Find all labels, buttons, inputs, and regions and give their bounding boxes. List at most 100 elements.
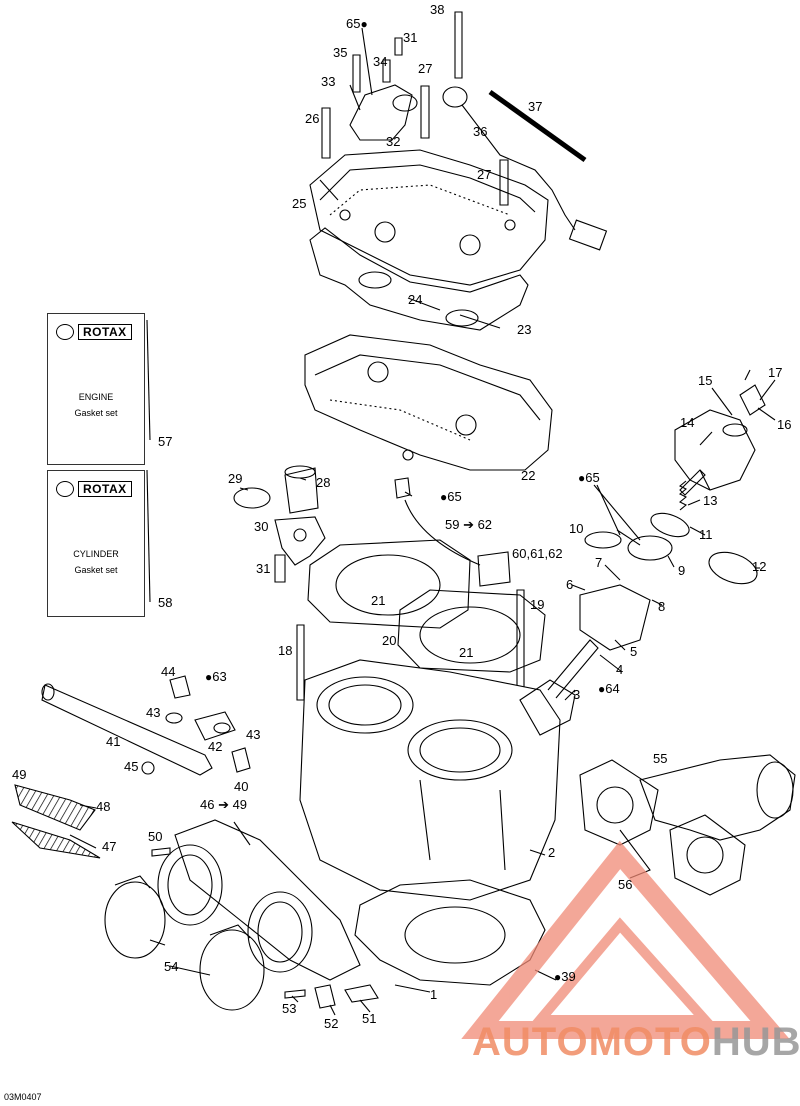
callout-12: 12 bbox=[752, 559, 767, 574]
watermark-logo-icon bbox=[461, 840, 790, 1039]
callout-33: 33 bbox=[321, 74, 336, 89]
callout-number: 63 bbox=[212, 669, 227, 684]
cylinder-head-cover bbox=[309, 149, 549, 286]
callout-22: 22 bbox=[521, 468, 536, 483]
clip-51 bbox=[344, 984, 379, 1003]
callout-11: 11 bbox=[699, 527, 713, 542]
clamp-54a bbox=[104, 881, 166, 959]
callout-43a: 43 bbox=[146, 705, 161, 720]
engine-kit-line2: Gasket set bbox=[74, 408, 118, 418]
callout-65a: 65● bbox=[346, 16, 368, 32]
thermostat-28 bbox=[284, 465, 319, 514]
injector-42 bbox=[194, 711, 236, 741]
callout-31a: 31 bbox=[403, 30, 418, 45]
callout-49: 49 bbox=[12, 767, 27, 782]
thermostat-housing-30 bbox=[274, 516, 326, 566]
clip-52 bbox=[314, 984, 336, 1009]
callout-25: 25 bbox=[292, 196, 307, 211]
callout-30: 30 bbox=[254, 519, 269, 534]
callout-65b: ●65 bbox=[440, 489, 462, 505]
valve-piston-9 bbox=[627, 535, 673, 561]
callout-38: 38 bbox=[430, 2, 445, 17]
callout-6062: 60,61,62 bbox=[512, 546, 563, 561]
callout-58: 58 bbox=[158, 595, 173, 610]
o-ring-12 bbox=[708, 551, 758, 585]
callout-26: 26 bbox=[305, 111, 320, 126]
callout-17: 17 bbox=[768, 365, 783, 380]
callout-65c: ●65 bbox=[578, 470, 600, 486]
callout-56: 56 bbox=[618, 877, 633, 892]
decal-47 bbox=[11, 821, 101, 859]
callout-42: 42 bbox=[208, 739, 223, 754]
callout-63: ●63 bbox=[205, 669, 227, 685]
callout-53: 53 bbox=[282, 1001, 297, 1016]
callout-3: 3 bbox=[573, 687, 581, 702]
callout-23: 23 bbox=[517, 322, 532, 337]
engine-gasket-set-box: ROTAX ENGINE Gasket set bbox=[47, 313, 145, 465]
oil-drop-icon: ● bbox=[578, 471, 586, 485]
callout-45: 45 bbox=[124, 759, 139, 774]
decal-49 bbox=[14, 784, 96, 831]
cover-gasket-outline bbox=[309, 227, 529, 331]
callout-21a: 21 bbox=[371, 593, 386, 608]
callout-34: 34 bbox=[373, 54, 388, 69]
intake-manifold bbox=[174, 819, 361, 981]
callout-2: 2 bbox=[548, 845, 556, 860]
callout-43b: 43 bbox=[246, 727, 261, 742]
callout-29: 29 bbox=[228, 471, 243, 486]
callout-39: ●39 bbox=[554, 970, 576, 985]
callout-16: 16 bbox=[777, 417, 792, 432]
callout-48: 48 bbox=[96, 799, 111, 814]
exhaust-gasket-56a bbox=[579, 759, 659, 846]
water-outlet-33 bbox=[349, 84, 413, 141]
callout-55: 55 bbox=[653, 751, 668, 766]
callout-21b: 21 bbox=[459, 645, 474, 660]
rave-cover-14 bbox=[674, 409, 756, 491]
oil-drop-icon: ● bbox=[360, 17, 368, 31]
callout-57: 57 bbox=[158, 434, 173, 449]
cylinder-head bbox=[304, 334, 553, 471]
head-gasket-21b bbox=[397, 589, 546, 673]
globe-icon bbox=[56, 324, 74, 340]
temp-sensor-36 bbox=[442, 86, 468, 108]
callout-14: 14 bbox=[680, 415, 695, 430]
callout-47: 47 bbox=[102, 839, 117, 854]
callout-5: 5 bbox=[630, 644, 638, 659]
callout-36: 36 bbox=[473, 124, 488, 139]
o-ring-10 bbox=[584, 531, 622, 549]
callout-18: 18 bbox=[278, 643, 293, 658]
callout-8: 8 bbox=[658, 599, 666, 614]
callout-54: 54 bbox=[164, 959, 179, 974]
exhaust-gasket-56b bbox=[669, 814, 746, 896]
callout-27b: 27 bbox=[477, 167, 492, 182]
carb-adaptor-b bbox=[247, 891, 313, 973]
callout-44: 44 bbox=[161, 664, 176, 679]
callout-15: 15 bbox=[698, 373, 713, 388]
oil-drop-icon: ● bbox=[205, 670, 213, 684]
callout-number: 65 bbox=[585, 470, 600, 485]
callout-number: 65 bbox=[447, 489, 462, 504]
callout-4649: 46 ➔ 49 bbox=[200, 797, 248, 812]
callout-5962: 59 ➔ 62 bbox=[445, 517, 493, 532]
clamp-54b bbox=[199, 929, 265, 1011]
callout-13: 13 bbox=[703, 493, 718, 508]
callout-1: 1 bbox=[430, 987, 438, 1002]
callout-20: 20 bbox=[382, 633, 397, 648]
cylinder-kit-line2: Gasket set bbox=[74, 565, 118, 575]
cylinder-gasket-set-box: ROTAX CYLINDER Gasket set bbox=[47, 470, 145, 617]
callout-27a: 27 bbox=[418, 61, 433, 76]
callout-number: 65 bbox=[346, 16, 361, 31]
valve-housing-6 bbox=[579, 584, 651, 651]
callout-10: 10 bbox=[569, 521, 584, 536]
o-ring-15 bbox=[722, 423, 748, 437]
engine-kit-line1: ENGINE bbox=[78, 392, 114, 402]
callout-40: 40 bbox=[234, 779, 249, 794]
callout-37: 37 bbox=[528, 99, 543, 114]
o-ring-24 bbox=[358, 271, 392, 289]
spring-13 bbox=[679, 480, 687, 511]
callout-64: ●64 bbox=[598, 682, 620, 697]
rotax-logo: ROTAX bbox=[56, 481, 132, 497]
o-ring-11 bbox=[650, 512, 690, 538]
callout-28: 28 bbox=[316, 475, 331, 490]
